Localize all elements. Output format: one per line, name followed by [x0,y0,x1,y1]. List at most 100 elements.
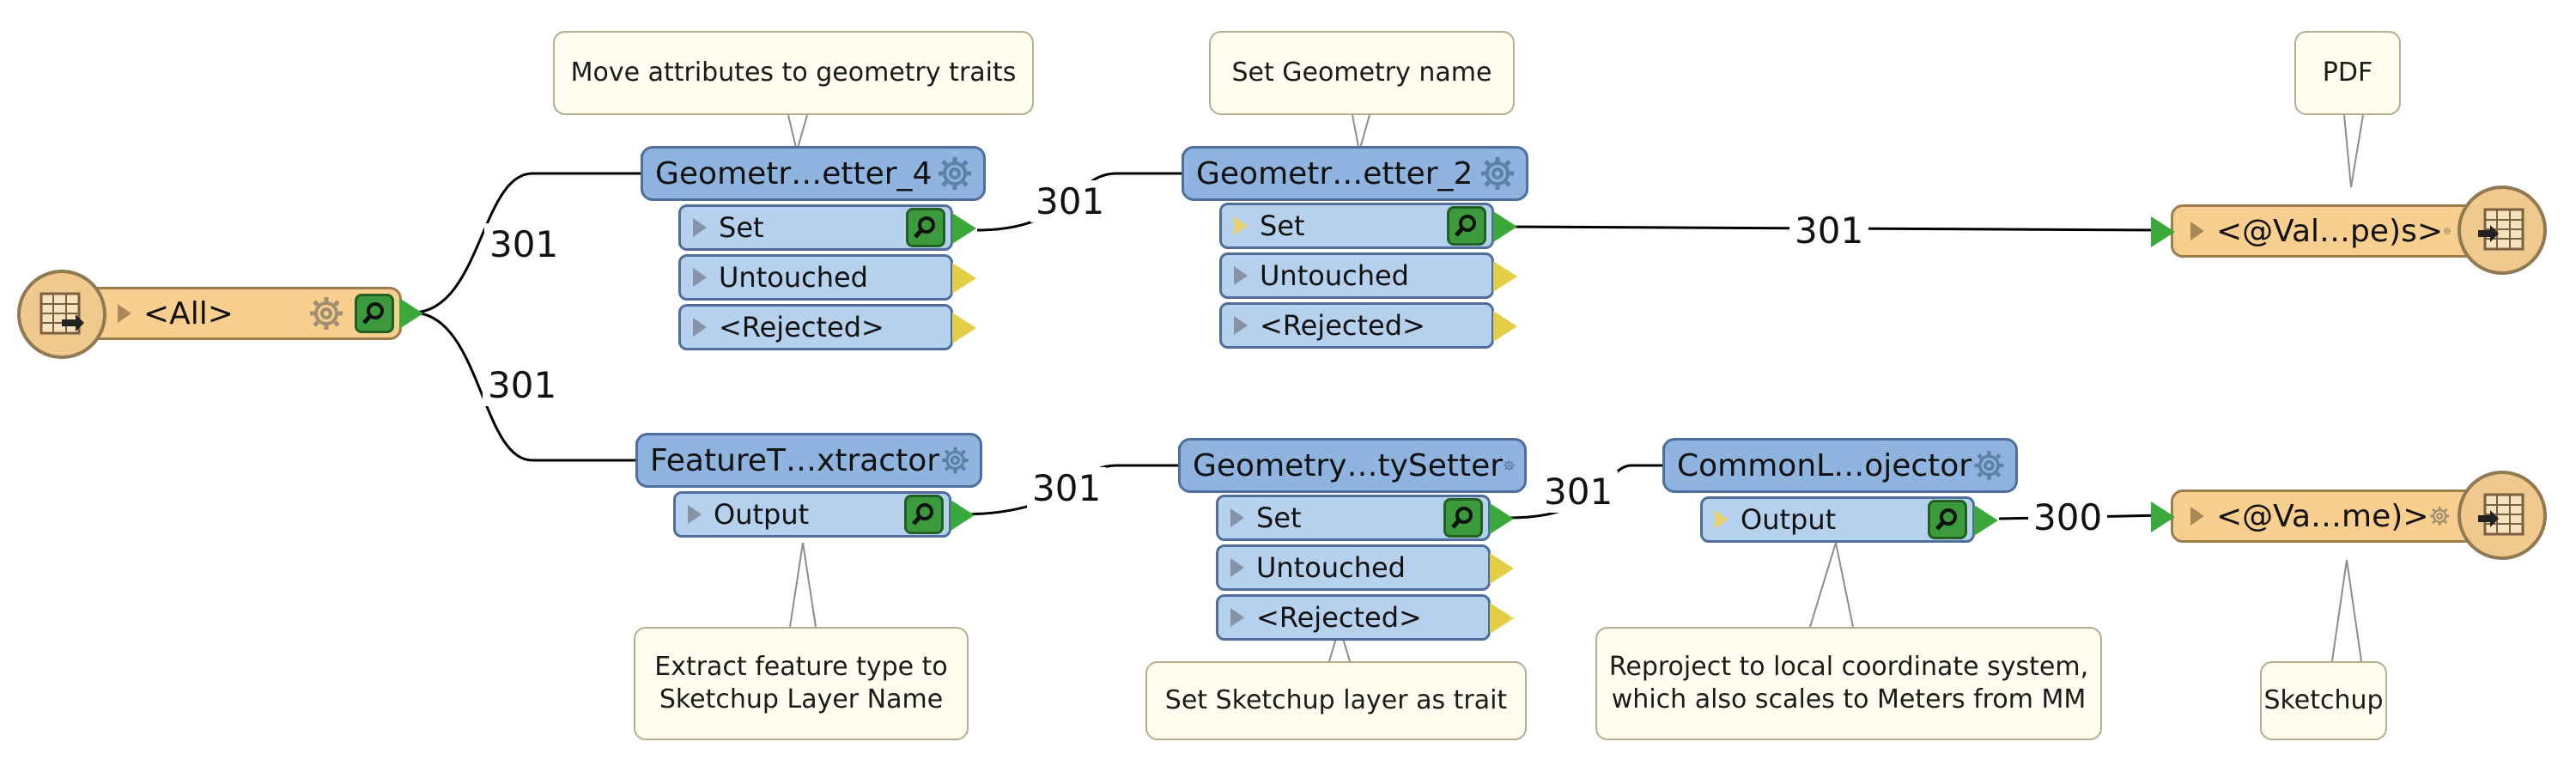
port-label: Output [1741,503,1837,536]
transformer-header[interactable]: Geometr…etter_4 [641,146,986,201]
feature-count-gpts-to-clp: 301 [1539,471,1619,513]
gear-icon[interactable] [1503,446,1516,485]
annotation-stem-reproject [1809,542,1854,628]
annotation-extract-feature-type[interactable]: Extract feature type to Sketchup Layer N… [634,627,969,740]
annotation-pdf-text: PDF [2322,58,2373,88]
reader-table-icon[interactable] [17,270,106,359]
transformer-header[interactable]: Geometry…tySetter [1178,438,1527,493]
unconnected-arrow-icon[interactable] [1493,311,1517,342]
gear-icon[interactable] [307,294,346,333]
gear-icon[interactable] [935,154,975,193]
output-port-untouched[interactable]: Untouched [1219,252,1517,299]
feature-inspector-icon[interactable] [1447,206,1486,246]
annotation-set-geometry-name[interactable]: Set Geometry name [1209,31,1515,115]
port-label: <Rejected> [719,311,884,344]
writer-sketchup[interactable]: <@Va…me)> [2151,489,2514,543]
writer-input-arrow-icon[interactable] [2151,502,2175,532]
writer-table-icon[interactable] [2458,471,2547,560]
writer-label: <@Val…pe)s> [2216,213,2444,249]
reader-feature-type[interactable]: <All> [58,287,423,340]
output-arrow-icon[interactable] [1493,211,1517,242]
feature-inspector-icon[interactable] [1928,500,1967,539]
port-label: Untouched [1260,259,1409,292]
reader-port-triangle-icon [118,304,131,323]
port-label: Set [1260,210,1305,242]
output-port-rejected[interactable]: <Rejected> [1216,594,1514,641]
annotation-sketchup[interactable]: Sketchup [2260,661,2387,740]
output-port-rejected[interactable]: <Rejected> [1219,302,1517,349]
annotation-extract-line2: Sketchup Layer Name [659,684,944,714]
writer-input-arrow-icon[interactable] [2151,216,2175,247]
port-triangle-icon [1234,266,1248,285]
gear-icon[interactable] [939,441,971,480]
transformer-title: Geometr…etter_2 [1196,155,1473,192]
port-label: Untouched [1256,551,1406,584]
output-port-set[interactable]: Set [678,204,976,251]
reader-output-arrow-icon[interactable] [399,298,423,329]
connection-reader-fte [411,311,640,462]
port-triangle-icon [1715,510,1728,529]
annotation-move-attributes[interactable]: Move attributes to geometry traits [553,31,1034,115]
port-triangle-icon [1230,508,1244,527]
transformer-header[interactable]: FeatureT…xtractor [635,433,982,488]
feature-inspector-icon[interactable] [355,294,394,333]
writer-pdf[interactable]: <@Val…pe)s> [2151,204,2514,258]
port-triangle-icon [688,505,702,524]
transformer-geometry-property-setter-2[interactable]: Geometr…etter_2 Set Untouched <Rejected> [1182,146,1528,352]
gear-icon[interactable] [1971,446,2007,485]
port-triangle-icon [693,218,707,237]
port-triangle-icon [1230,558,1244,577]
transformer-header[interactable]: CommonL…ojector [1662,438,2018,493]
output-port-output[interactable]: Output [1700,496,1998,543]
output-arrow-icon[interactable] [1490,503,1514,534]
unconnected-arrow-icon[interactable] [952,263,976,294]
gear-icon[interactable] [2443,211,2451,251]
annotation-move-attributes-text: Move attributes to geometry traits [570,58,1017,88]
output-port-untouched[interactable]: Untouched [1216,544,1514,591]
annotation-stem-extract [789,542,817,628]
port-triangle-icon [693,268,707,287]
gear-icon[interactable] [1478,154,1517,193]
transformer-geometry-property-setter[interactable]: Geometry…tySetter Set Untouched <Rejecte… [1178,438,1527,644]
writer-table-icon[interactable] [2458,185,2547,275]
transformer-title: Geometr…etter_4 [655,155,933,192]
gear-icon[interactable] [2428,496,2451,536]
port-triangle-icon [693,318,707,337]
writer-port-triangle-icon [2190,507,2204,526]
unconnected-arrow-icon[interactable] [1493,261,1517,292]
output-port-untouched[interactable]: Untouched [678,254,976,301]
writer-label: <@Va…me)> [2216,498,2429,534]
annotation-pdf[interactable]: PDF [2294,31,2401,115]
annotation-set-sketchup-layer[interactable]: Set Sketchup layer as trait [1145,661,1527,740]
output-arrow-icon[interactable] [951,500,975,531]
transformer-common-local-reprojector[interactable]: CommonL…ojector Output [1662,438,2018,546]
feature-count-reader-to-gps4: 301 [484,223,564,265]
transformer-geometry-property-setter-4[interactable]: Geometr…etter_4 Set Untouched <Rejected> [641,146,986,352]
connection-reader-gps4 [411,172,644,314]
transformer-header[interactable]: Geometr…etter_2 [1182,146,1528,201]
output-port-rejected[interactable]: <Rejected> [678,304,976,350]
unconnected-arrow-icon[interactable] [1490,553,1514,584]
port-label: <Rejected> [1256,601,1422,634]
transformer-feature-type-extractor[interactable]: FeatureT…xtractor Output [635,433,982,539]
annotation-sketchup-text: Sketchup [2263,685,2384,715]
feature-inspector-icon[interactable] [1443,498,1483,538]
output-arrow-icon[interactable] [952,213,976,244]
port-triangle-icon [1234,216,1248,235]
feature-inspector-icon[interactable] [906,208,945,247]
unconnected-arrow-icon[interactable] [952,313,976,344]
feature-count-fte-to-gpts: 301 [1027,467,1107,509]
feature-inspector-icon[interactable] [904,495,944,534]
annotation-set-sketchup-layer-text: Set Sketchup layer as trait [1164,685,1508,715]
feature-count-reader-to-fte: 301 [483,364,562,406]
port-label: Output [714,498,810,531]
output-port-output[interactable]: Output [673,491,975,538]
annotation-reproject-line2: which also scales to Meters from MM [1611,684,2087,714]
output-port-set[interactable]: Set [1219,203,1517,249]
annotation-reproject-line1: Reproject to local coordinate system, [1608,652,2089,682]
output-port-set[interactable]: Set [1216,495,1514,541]
annotation-reproject[interactable]: Reproject to local coordinate system, wh… [1595,627,2102,740]
output-arrow-icon[interactable] [1974,505,1998,536]
unconnected-arrow-icon[interactable] [1490,603,1514,634]
